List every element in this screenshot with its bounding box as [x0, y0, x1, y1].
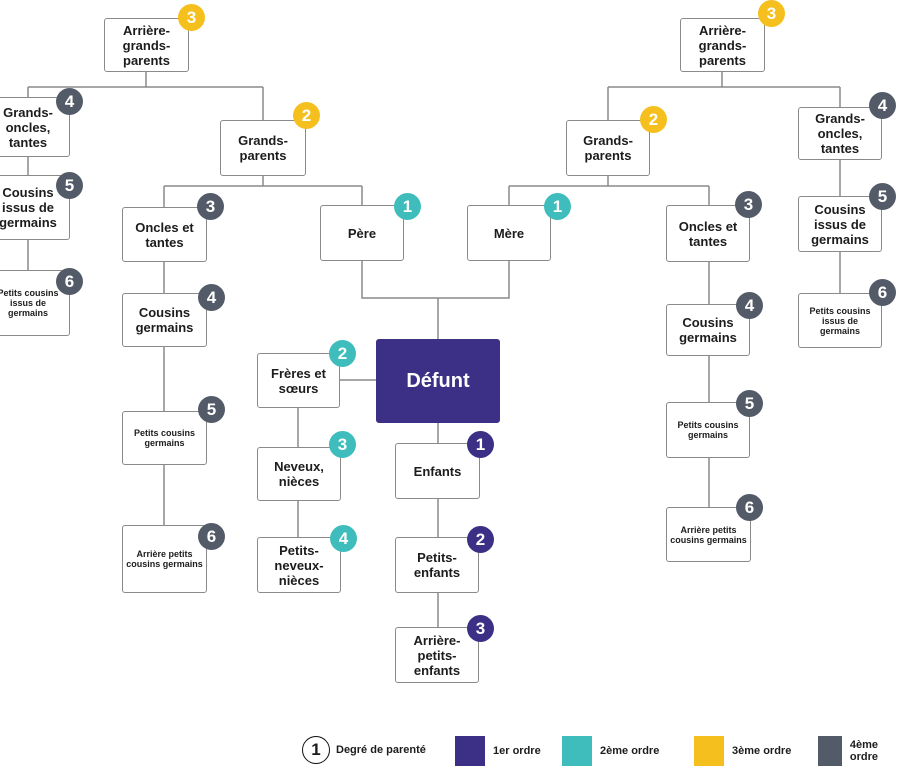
- degree-badge: 1: [467, 431, 494, 458]
- degree-badge: 2: [467, 526, 494, 553]
- node-mere: Mère: [467, 205, 551, 261]
- node-petits-enfants: Petits-enfants: [395, 537, 479, 593]
- degree-badge: 3: [735, 191, 762, 218]
- legend-swatch: [818, 736, 842, 766]
- degree-circle-icon: 1: [302, 736, 330, 764]
- node-petits-cousins-issus-de-germains-right: Petits cousins issus de germains: [798, 293, 882, 348]
- node-defunt: Défunt: [376, 339, 500, 423]
- degree-badge: 3: [197, 193, 224, 220]
- legend-label: 4ème ordre: [849, 739, 878, 763]
- node-enfants: Enfants: [395, 443, 480, 499]
- degree-badge: 4: [198, 284, 225, 311]
- node-grands-oncles-tantes-right: Grands-oncles, tantes: [798, 107, 882, 160]
- legend-swatch: [455, 736, 485, 766]
- node-petits-cousins-germains-left: Petits cousins germains: [122, 411, 207, 465]
- node-oncles-tantes-left: Oncles et tantes: [122, 207, 207, 262]
- degree-badge: 4: [330, 525, 357, 552]
- degree-badge: 4: [869, 92, 896, 119]
- node-arriere-grands-parents-right: Arrière-grands-parents: [680, 18, 765, 72]
- node-cousins-issus-de-germains-left: Cousins issus de germains: [0, 175, 70, 240]
- degree-badge: 1: [544, 193, 571, 220]
- degree-badge: 6: [198, 523, 225, 550]
- legend-swatch: [562, 736, 592, 766]
- degree-badge: 2: [640, 106, 667, 133]
- degree-badge: 3: [178, 4, 205, 31]
- degree-badge: 5: [736, 390, 763, 417]
- degree-badge: 5: [56, 172, 83, 199]
- legend-item-order4: 4ème ordre: [818, 736, 897, 766]
- degree-badge: 4: [736, 292, 763, 319]
- degree-badge: 6: [869, 279, 896, 306]
- node-cousins-germains-left: Cousins germains: [122, 293, 207, 347]
- degree-badge: 4: [56, 88, 83, 115]
- node-grands-parents-left: Grands-parents: [220, 120, 306, 176]
- legend-label: 1er ordre: [493, 745, 541, 757]
- node-arriere-petits-cousins-germains-right: Arrière petits cousins germains: [666, 507, 751, 562]
- legend-item-order2: 2ème ordre: [562, 736, 659, 766]
- legend-item-order3: 3ème ordre: [694, 736, 791, 766]
- node-pere: Père: [320, 205, 404, 261]
- degree-badge: 6: [56, 268, 83, 295]
- degree-badge: 1: [394, 193, 421, 220]
- node-arriere-grands-parents-left: Arrière-grands-parents: [104, 18, 189, 72]
- node-grands-parents-right: Grands-parents: [566, 120, 650, 176]
- node-grands-oncles-tantes-left: Grands-oncles, tantes: [0, 97, 70, 157]
- degree-badge: 5: [869, 183, 896, 210]
- node-petits-neveux-nieces: Petits-neveux-nièces: [257, 537, 341, 593]
- degree-badge: 6: [736, 494, 763, 521]
- node-cousins-issus-de-germains-right: Cousins issus de germains: [798, 196, 882, 252]
- legend-degree: 1 Degré de parenté: [302, 736, 426, 764]
- legend-degree-label: Degré de parenté: [336, 744, 426, 756]
- node-cousins-germains-right: Cousins germains: [666, 304, 750, 356]
- node-arriere-petits-enfants: Arrière-petits-enfants: [395, 627, 479, 683]
- degree-badge: 2: [329, 340, 356, 367]
- legend-label: 2ème ordre: [600, 745, 660, 757]
- node-freres-soeurs: Frères et sœurs: [257, 353, 340, 408]
- node-petits-cousins-germains-right: Petits cousins germains: [666, 402, 750, 458]
- node-neveux-nieces: Neveux, nièces: [257, 447, 341, 501]
- legend-swatch: [694, 736, 724, 766]
- degree-badge: 2: [293, 102, 320, 129]
- degree-badge: 3: [467, 615, 494, 642]
- degree-badge: 5: [198, 396, 225, 423]
- node-oncles-tantes-right: Oncles et tantes: [666, 205, 750, 262]
- node-arriere-petits-cousins-germains-left: Arrière petits cousins germains: [122, 525, 207, 593]
- degree-badge: 3: [329, 431, 356, 458]
- legend-item-order1: 1er ordre: [455, 736, 541, 766]
- degree-badge: 3: [758, 0, 785, 27]
- legend-label: 3ème ordre: [732, 745, 792, 757]
